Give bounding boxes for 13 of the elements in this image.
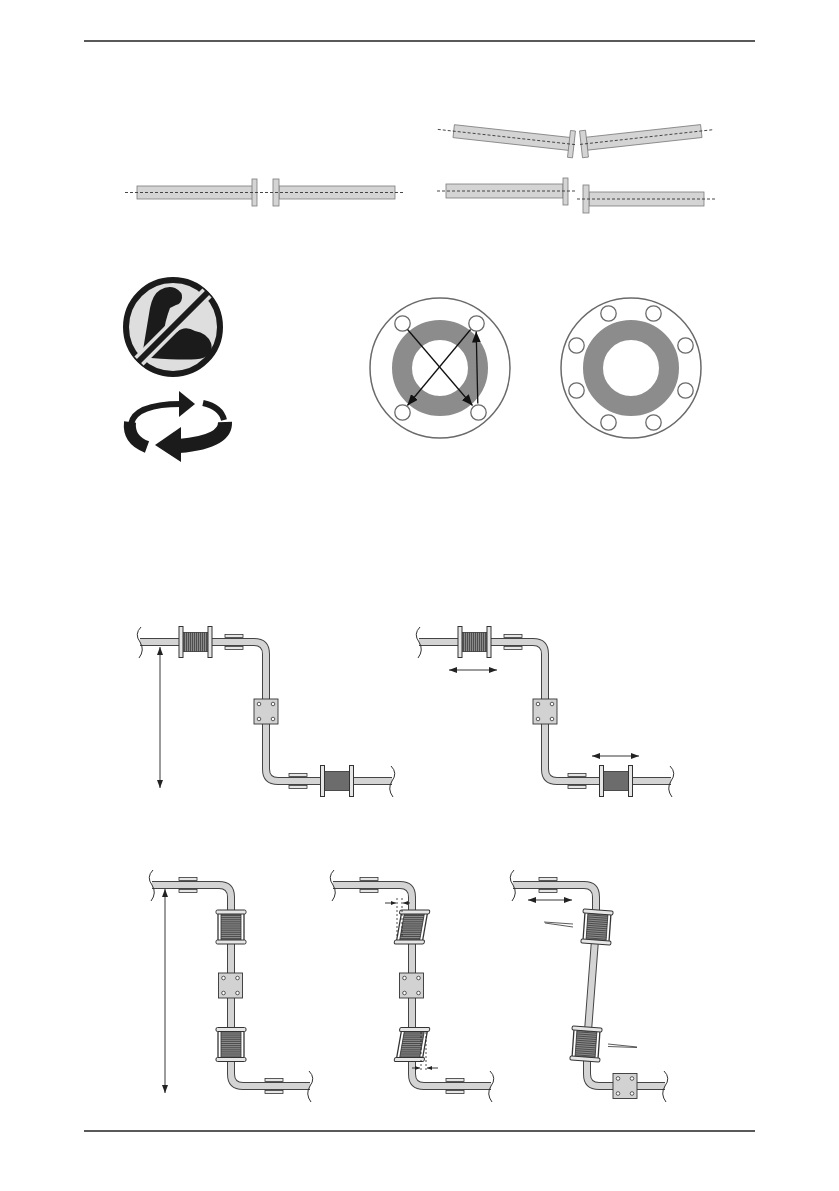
bolt-hole (599, 414, 617, 431)
bolt-hole (677, 336, 694, 354)
bolt-hole (677, 382, 694, 400)
bolt-hole (568, 382, 585, 400)
bolt-hole (469, 403, 487, 421)
bolt-hole (568, 336, 585, 354)
bolt-hole (599, 305, 617, 322)
bolt-hole (645, 305, 663, 322)
bolt-hole (645, 414, 663, 431)
bolt-hole (393, 403, 411, 421)
bolt-hole (393, 314, 411, 332)
bolt-hole (467, 314, 485, 332)
arrow (471, 330, 481, 405)
